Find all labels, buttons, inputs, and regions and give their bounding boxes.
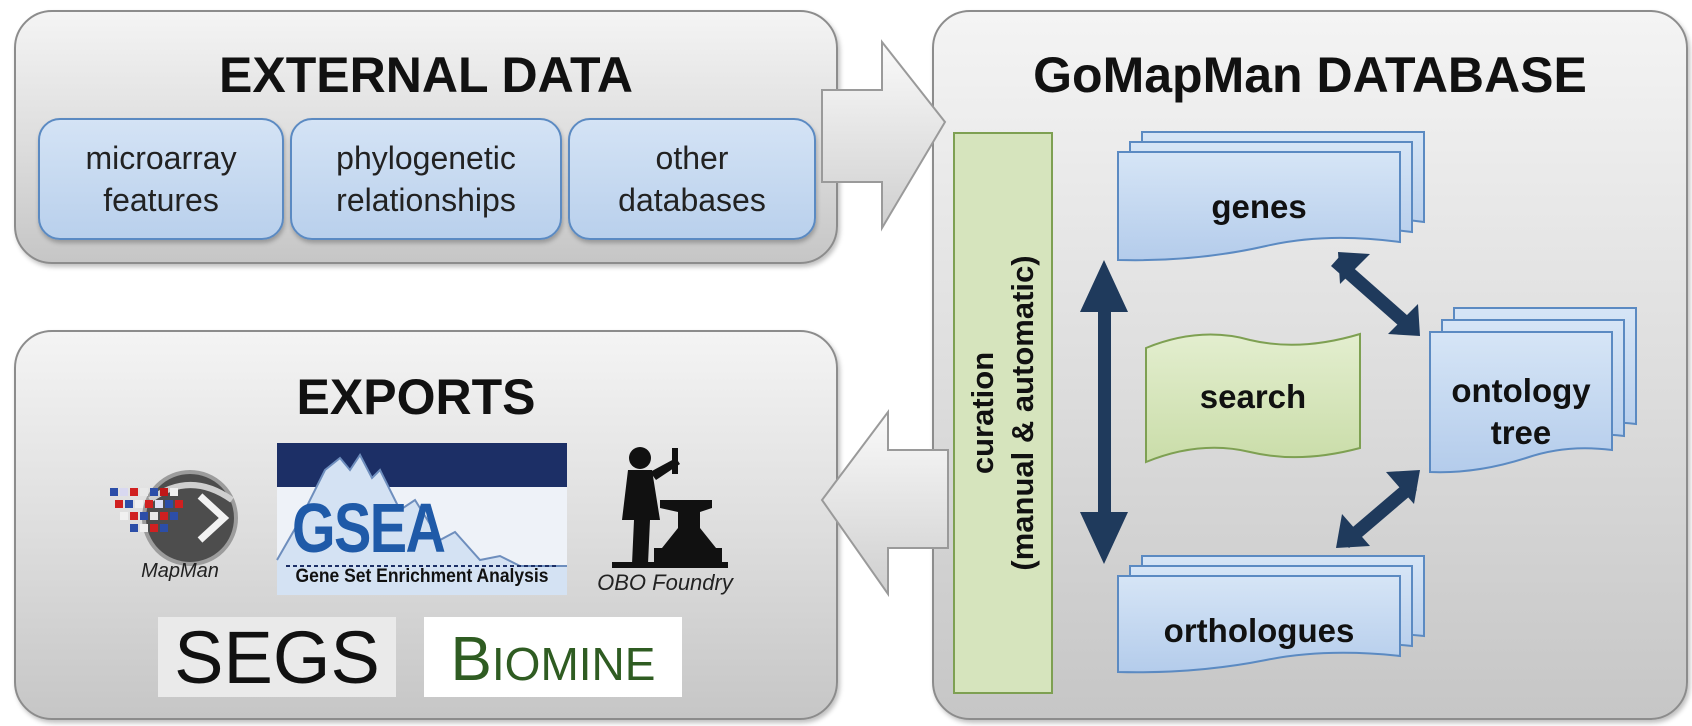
curation-line2: (manual & automatic) [1005,255,1040,571]
export-arrow [820,409,949,598]
curation-label: curation (manual & automatic) [963,143,1043,683]
import-arrow [821,39,947,232]
other-databases-box: other databases [568,118,816,240]
curation-double-arrow [1080,260,1128,564]
gsea-caption: Gene Set Enrichment Analysis [295,566,549,587]
curation-bar: curation (manual & automatic) [953,132,1053,694]
gsea-logo [276,443,567,595]
biomine-big-letter: B [450,625,492,694]
external-data-panel: EXTERNAL DATA microarray features phyloge… [14,10,838,264]
obo-foundry-logo [612,447,728,568]
ontology-doc-stack [1429,307,1637,474]
box-label: other [655,140,729,176]
biomine-logo-bg [424,617,682,697]
genes-doc-stack [1117,131,1425,262]
box-label: relationships [336,182,516,218]
gsea-logo-text: GSEA [292,489,446,567]
ontology-line1: ontology [1451,372,1591,409]
box-label: phylogenetic [336,140,516,176]
box-label: features [103,182,219,218]
ontology-tree-label: ontology tree [1430,370,1612,454]
phylogenetic-relationships-box: phylogenetic relationships [290,118,562,240]
microarray-features-box: microarray features [38,118,284,240]
external-data-title: EXTERNAL DATA [219,47,633,103]
search-shape [1145,332,1361,464]
box-label: databases [618,182,766,218]
orthologues-doc-stack [1117,555,1425,674]
segs-logo-bg [158,617,396,697]
segs-label: SEGS [174,616,380,699]
biomine-label: BIOMINE [424,622,682,714]
ontology-line2: tree [1490,414,1552,451]
obo-foundry-label: OBO Foundry [597,570,733,595]
orthologues-ontology-arrow [1336,470,1420,548]
box-label: microarray [85,140,237,176]
curation-line1: curation [965,351,1000,475]
orthologues-label: orthologues [1163,612,1355,649]
exports-title: EXPORTS [296,369,536,425]
search-label: search [1199,378,1307,415]
mapman-logo [110,470,238,566]
genes-label: genes [1211,188,1307,225]
database-title: GoMapMan DATABASE [1033,47,1587,103]
genes-ontology-arrow [1331,252,1420,336]
mapman-label: MapMan [141,560,219,582]
biomine-rest: IOMINE [491,638,656,690]
